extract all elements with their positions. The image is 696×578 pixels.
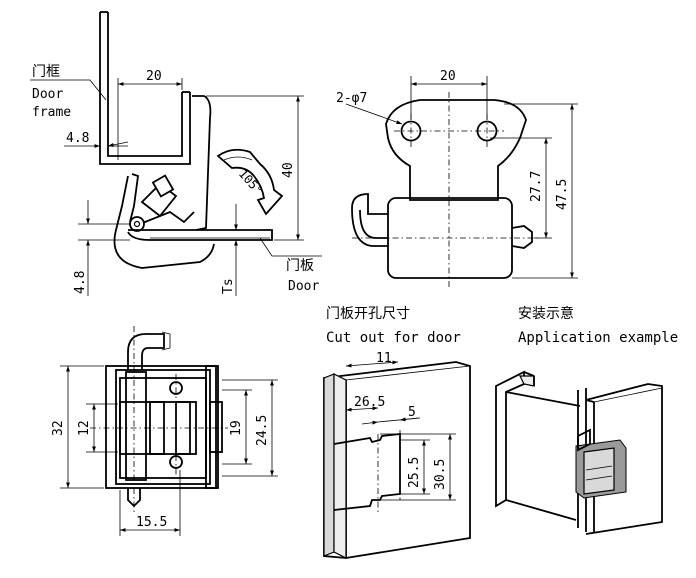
side-dim-width: 20	[146, 69, 162, 84]
door-label-en: Door	[288, 279, 319, 294]
front-dim-12: 12	[77, 420, 92, 436]
application-title-en: Application example	[518, 330, 678, 346]
side-dim-height: 40	[281, 162, 296, 178]
side-dim-bottom: 4.8	[73, 271, 88, 294]
front-dim-15: 15.5	[136, 515, 167, 530]
top-dim-width: 20	[440, 69, 456, 84]
side-dim-ts: Ts	[221, 278, 236, 294]
top-holes: 2-φ7	[336, 91, 367, 106]
cutout-dim-11: 11	[376, 351, 392, 366]
door-frame-label-en-1: Door	[32, 87, 63, 102]
front-dim-24: 24.5	[255, 415, 270, 446]
cutout-title-en: Cut out for door	[326, 330, 461, 346]
cutout-dim-5: 5	[408, 405, 416, 420]
application-view: 安装示意 Application example	[495, 305, 678, 535]
side-dim-offset: 4.8	[66, 131, 89, 146]
door-label-cn: 门板	[286, 258, 314, 274]
cutout-dim-25: 25.5	[407, 457, 422, 488]
top-dim-27: 27.7	[529, 171, 544, 202]
door-frame-label-cn: 门框	[32, 64, 60, 80]
cutout-view: 门板开孔尺寸 Cut out for door 11 26.5 5 25.5 3…	[323, 306, 471, 559]
top-dim-47: 47.5	[555, 179, 570, 210]
top-view: 20 2-φ7 27.7 47.5	[336, 69, 578, 290]
side-view: 门框 Door frame 20 4.8 40 4.8 Ts 105° 门板 D…	[30, 11, 322, 296]
cutout-dim-30: 30.5	[433, 459, 448, 490]
cutout-title-cn: 门板开孔尺寸	[326, 306, 410, 322]
cutout-dim-26: 26.5	[354, 395, 385, 410]
front-dim-19: 19	[229, 420, 244, 436]
application-title-cn: 安装示意	[518, 305, 574, 322]
front-view: 32 12 19 24.5 15.5	[51, 326, 278, 536]
door-frame-label-en-2: frame	[32, 105, 71, 120]
front-dim-32: 32	[51, 420, 66, 436]
